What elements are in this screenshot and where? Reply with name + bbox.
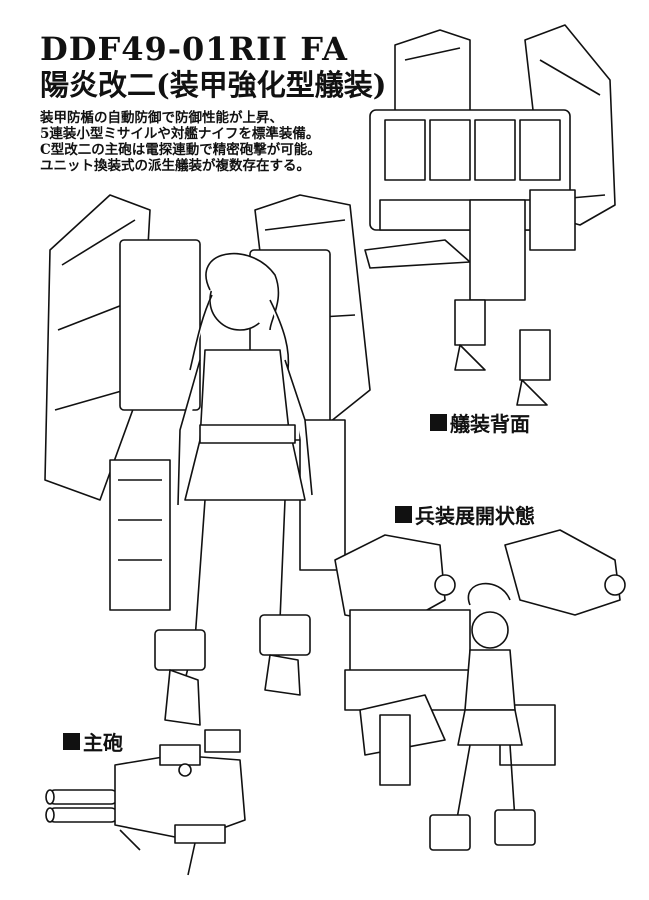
deployed-label-text: 兵装展開状態 [415,504,535,528]
square-bullet-icon [63,733,80,750]
description-line: C型改二の主砲は電探連動で精密砲撃が可能。 [40,142,321,158]
back-view-label-text: 艤装背面 [450,412,530,436]
description-line: 装甲防楯の自動防御で防御性能が上昇、 [40,110,283,126]
model-code-title: DDF49-01RII FA [40,30,348,68]
description-block: 装甲防楯の自動防御で防御性能が上昇、 5連装小型ミサイルや対艦ナイフを標準装備。… [40,110,321,174]
main-gun-illustration [45,729,246,876]
main-gun-label-text: 主砲 [83,731,123,755]
deployed-state-illustration [334,529,626,851]
back-view-rig-illustration [364,24,616,406]
square-bullet-icon [430,414,447,431]
main-gun-label: 主砲 [63,727,123,756]
deployed-label: 兵装展開状態 [395,500,535,529]
description-line: ユニット換装式の派生艤装が複数存在する。 [40,158,310,174]
unit-name-title: 陽炎改二(装甲強化型艤装) [40,68,387,102]
description-line: 5連装小型ミサイルや対艦ナイフを標準装備。 [40,126,320,142]
square-bullet-icon [395,506,412,523]
back-view-label: 艤装背面 [430,408,530,437]
main-figure-illustration [44,194,371,726]
